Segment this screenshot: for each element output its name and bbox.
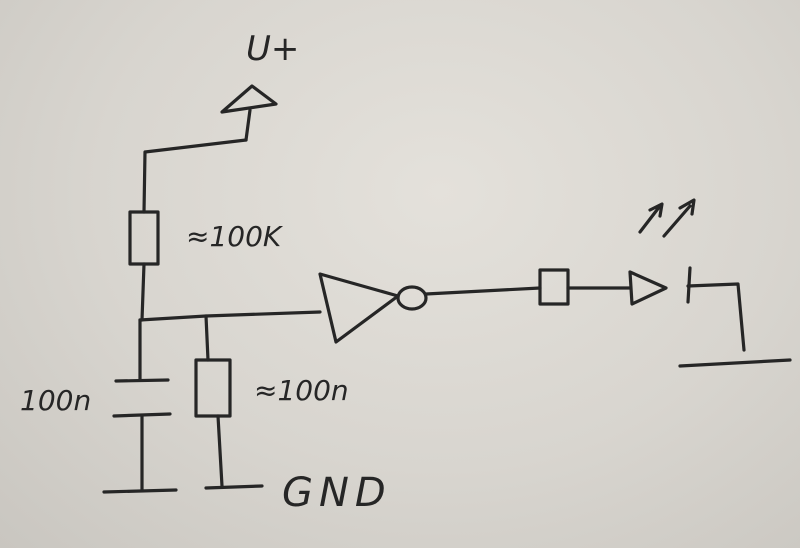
capacitor-top-plate bbox=[114, 378, 170, 383]
ground-label: GND bbox=[282, 470, 392, 516]
resistor-r1 bbox=[128, 210, 160, 266]
led-ground-line bbox=[678, 358, 792, 368]
supply-arrow-symbol bbox=[220, 84, 278, 142]
resistor-r2-value: ≈100n bbox=[254, 374, 349, 407]
led-triangle bbox=[628, 270, 668, 306]
inverter-gate bbox=[318, 272, 400, 344]
r2-upper-wire bbox=[204, 314, 210, 362]
supply-wire bbox=[142, 138, 248, 214]
r1-to-junction-wire bbox=[140, 262, 146, 322]
node-wire bbox=[138, 310, 322, 322]
resistor-r2 bbox=[194, 358, 232, 418]
led-ground-wire bbox=[686, 282, 746, 352]
inverter-bubble bbox=[396, 285, 428, 311]
r2-lower-wire bbox=[216, 414, 224, 488]
resistor-r1-value: ≈100K bbox=[186, 220, 284, 253]
led-emission-arrow-1 bbox=[638, 202, 664, 234]
cap-ground-line bbox=[102, 488, 178, 494]
r2-ground-line bbox=[204, 484, 264, 490]
capacitor-value: 100n bbox=[20, 384, 91, 417]
output-wire bbox=[424, 286, 542, 296]
resistor-r3 bbox=[538, 268, 570, 306]
led-emission-arrow-2 bbox=[662, 198, 696, 238]
supply-label: U+ bbox=[246, 29, 299, 69]
